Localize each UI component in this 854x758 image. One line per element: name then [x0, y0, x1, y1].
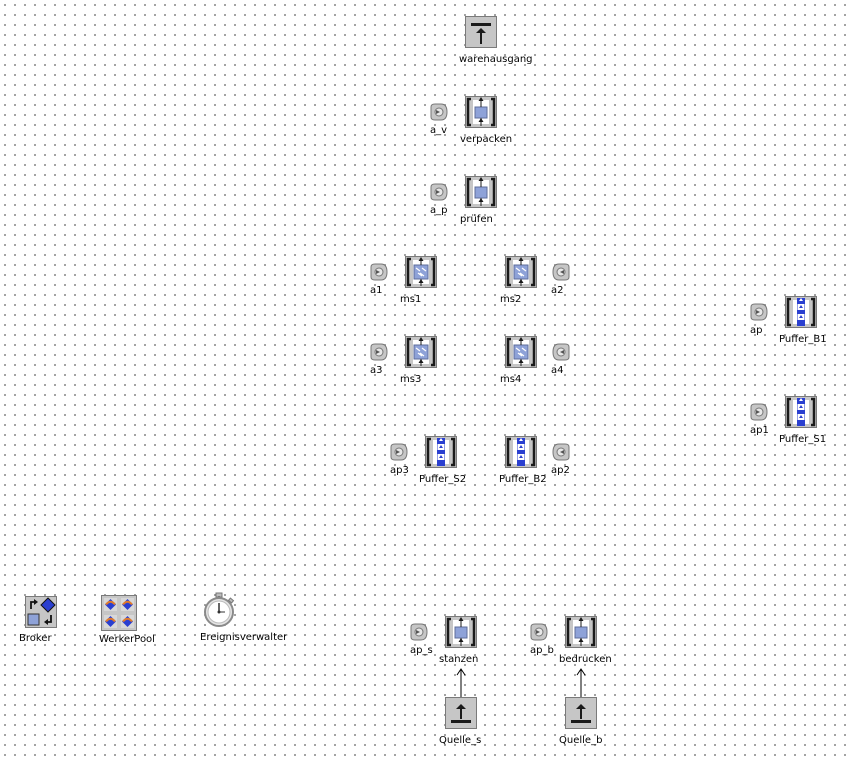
broker-icon — [25, 596, 57, 628]
verpacken-label: verpacken — [460, 134, 513, 145]
worker-pool-icon — [101, 595, 137, 631]
exit-strategy-icon — [530, 623, 548, 641]
puffer-s1-label: Puffer_S1 — [779, 434, 827, 445]
ms4-label: ms4 — [500, 374, 522, 385]
exit-strategy-icon — [750, 303, 768, 321]
werkerpool-label: WerkerPool — [99, 634, 155, 645]
exit-strategy-icon — [552, 343, 570, 361]
broker-label: Broker — [19, 633, 52, 644]
ms3-label: ms3 — [400, 374, 422, 385]
ap3-label: ap3 — [390, 465, 409, 476]
exit-strategy-icon — [430, 183, 448, 201]
a1-label: a1 — [370, 285, 383, 296]
drain-icon — [465, 16, 497, 48]
a3-label: a3 — [370, 365, 383, 376]
multi-station-icon — [505, 336, 537, 368]
single-proc-icon — [465, 176, 497, 208]
exit-strategy-icon — [390, 443, 408, 461]
a-p-label: a_p — [430, 205, 448, 216]
ereignisverwalter-label: Ereignisverwalter — [200, 632, 288, 643]
stanzen-label: stanzen — [439, 654, 479, 665]
buffer-icon — [785, 296, 817, 328]
multi-station-icon — [405, 256, 437, 288]
a4-label: a4 — [551, 365, 564, 376]
exit-strategy-icon — [370, 263, 388, 281]
exit-strategy-icon — [370, 343, 388, 361]
buffer-icon — [425, 436, 457, 468]
multi-station-icon — [405, 336, 437, 368]
buffer-icon — [505, 436, 537, 468]
puffer-b2-label: Puffer_B2 — [499, 474, 547, 485]
bedrucken-label: bedrucken — [559, 654, 612, 665]
ap-label: ap — [750, 325, 763, 336]
single-proc-icon — [465, 96, 497, 128]
a2-label: a2 — [551, 285, 564, 296]
exit-strategy-icon — [430, 103, 448, 121]
buffer-icon — [785, 396, 817, 428]
quelle-s-label: Quelle_s — [439, 735, 482, 746]
stopwatch-icon — [204, 592, 235, 627]
ms2-label: ms2 — [500, 294, 522, 305]
ap1-label: ap1 — [750, 425, 769, 436]
exit-strategy-icon — [552, 443, 570, 461]
quelle-b-label: Quelle_b — [559, 735, 603, 746]
ap-s-label: ap_s — [410, 645, 433, 656]
ap2-label: ap2 — [551, 465, 570, 476]
pruefen-label: prüfen — [460, 214, 493, 225]
puffer-s2-label: Puffer_S2 — [419, 474, 467, 485]
source-icon — [445, 697, 477, 729]
puffer-b1-label: Puffer_B1 — [779, 334, 827, 345]
single-proc-icon — [565, 616, 597, 648]
multi-station-icon — [505, 256, 537, 288]
ap-b-label: ap_b — [530, 645, 554, 656]
ms1-label: ms1 — [400, 294, 422, 305]
warenausgang-label: warenausgang — [459, 54, 533, 65]
exit-strategy-icon — [750, 403, 768, 421]
exit-strategy-icon — [410, 623, 428, 641]
single-proc-icon — [445, 616, 477, 648]
source-icon — [565, 697, 597, 729]
a-v-label: a_v — [430, 125, 448, 136]
exit-strategy-icon — [552, 263, 570, 281]
